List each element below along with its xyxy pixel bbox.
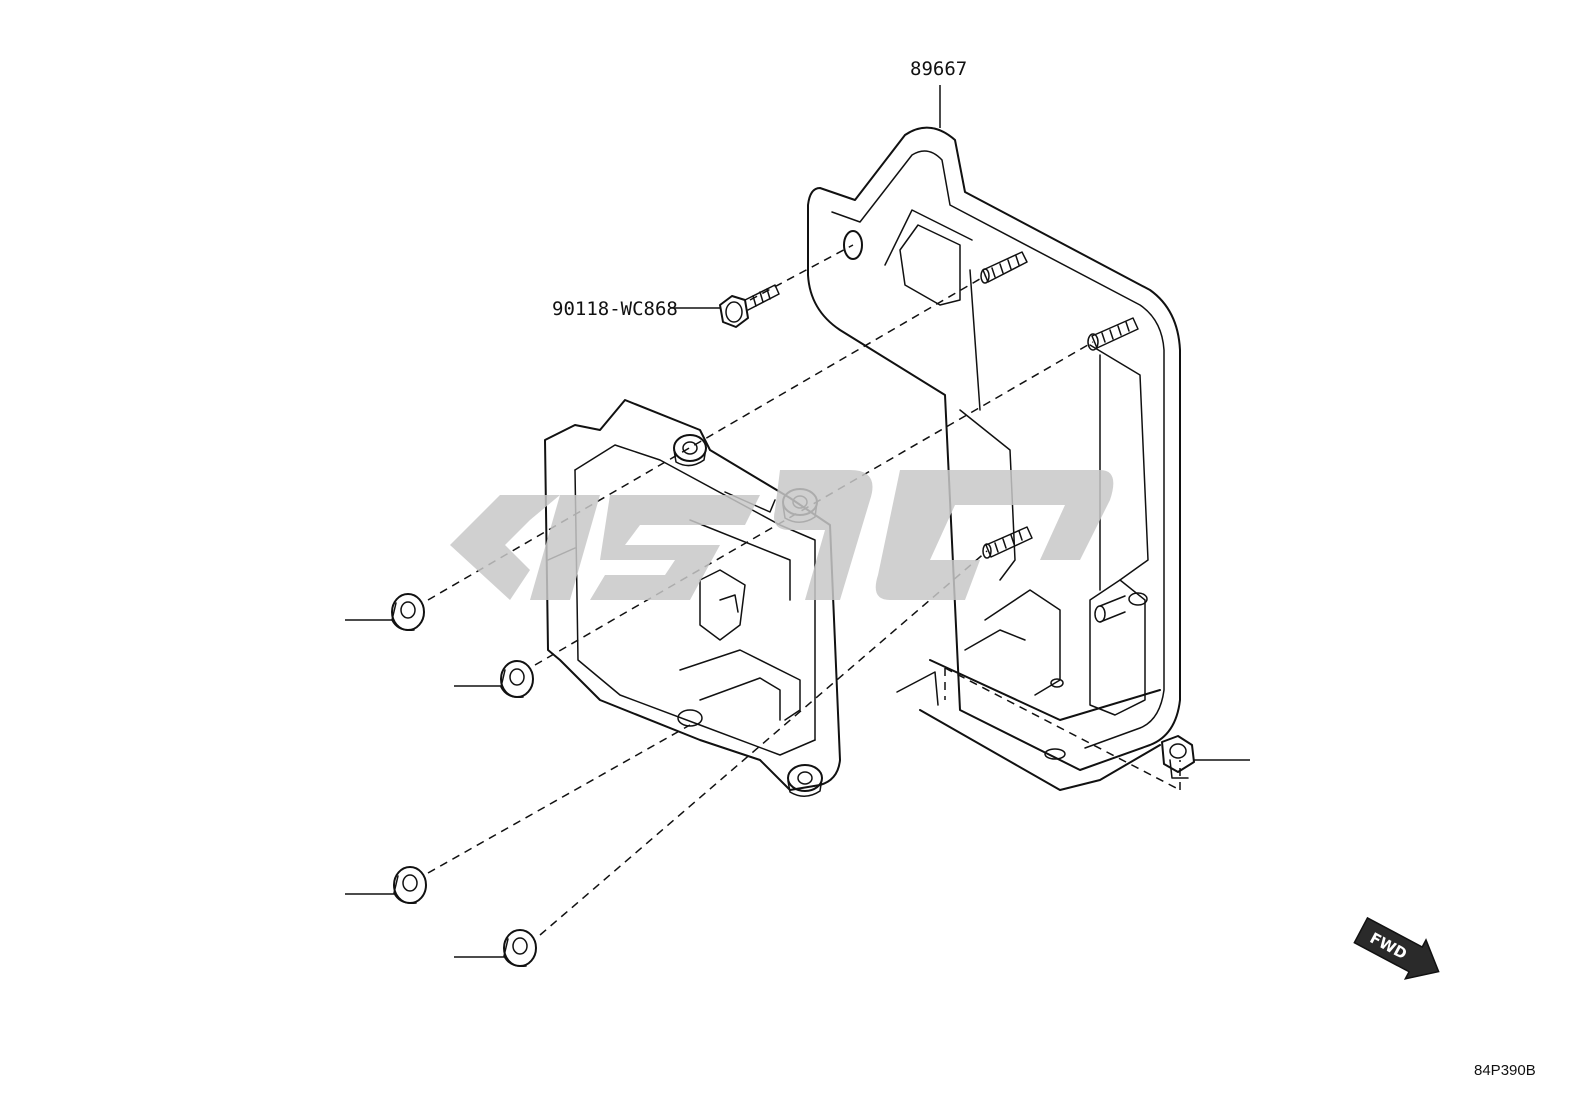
watermark-logo: 5796 xyxy=(0,0,1114,600)
control-module[interactable] xyxy=(544,399,841,797)
flange-bolt[interactable] xyxy=(719,284,780,328)
stud-lower-right xyxy=(1094,595,1126,623)
grommet-bottom-left xyxy=(677,709,703,727)
flange-nut-3[interactable] xyxy=(393,866,427,905)
grommet-bottom-right xyxy=(787,764,823,797)
stud-lower-left xyxy=(982,526,1033,559)
mounting-bracket[interactable] xyxy=(807,126,1181,791)
grommet-top-left xyxy=(673,434,707,467)
svg-text:5796: 5796 xyxy=(0,0,3,1)
part-number-bolt[interactable]: 90118-WC868 xyxy=(552,298,678,320)
part-number-bracket[interactable]: 89667 xyxy=(910,58,967,80)
flange-nut-2[interactable] xyxy=(500,660,534,699)
fwd-arrow-icon: FWD xyxy=(1353,916,1440,980)
flange-nut-5[interactable] xyxy=(1161,735,1195,779)
flange-nut-1[interactable] xyxy=(391,593,425,632)
flange-nut-4[interactable] xyxy=(503,929,537,968)
figure-code: 84P390B xyxy=(1474,1062,1536,1079)
stud-upper-left xyxy=(980,251,1028,284)
stud-upper-right xyxy=(1087,317,1139,351)
leader-lines xyxy=(345,85,1250,958)
